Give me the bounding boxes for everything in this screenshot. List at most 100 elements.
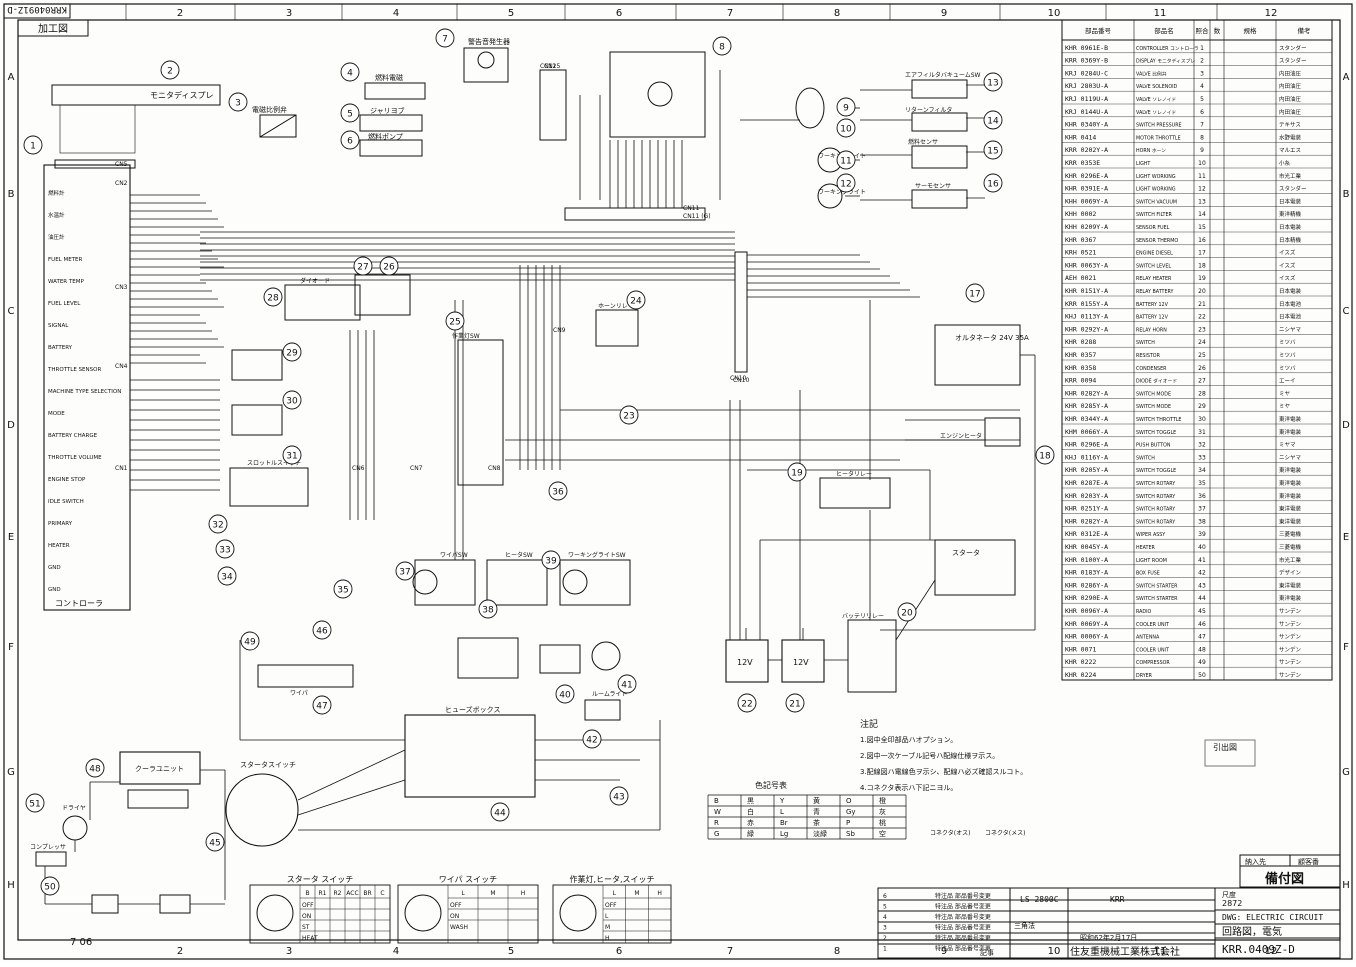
callout-number: 44	[494, 809, 506, 819]
parts-list-part-number: KHR 0358	[1065, 364, 1096, 372]
parts-list-part-number: KHR 0006Y-A	[1065, 633, 1108, 641]
grid-column-top: 12	[1265, 8, 1278, 19]
color-name: 淡緑	[813, 829, 827, 838]
parts-list-index: 25	[1198, 352, 1206, 359]
switch-table-col: ACC	[346, 890, 358, 897]
callout-circle	[160, 60, 180, 80]
callout-circle	[983, 110, 1003, 130]
parts-list-name: CONTROLLER コントローラ	[1136, 46, 1199, 52]
callout-circle	[312, 620, 332, 640]
callout-circle	[541, 550, 561, 570]
parts-list-name: COOLER UNIT	[1136, 622, 1169, 628]
callout-number: 40	[559, 691, 571, 701]
parts-list-part-number: KHR 0100Y-A	[1065, 556, 1108, 564]
switch-table-title: ワイパ スイッチ	[439, 875, 497, 884]
grid-column-bottom: 11	[1154, 946, 1167, 957]
component-13-label: エアフィルタバキュームSW	[905, 71, 981, 79]
parts-list-note: 東洋電装	[1279, 479, 1302, 487]
parts-list-part-number: KRR 0353E	[1065, 159, 1100, 167]
callout-number: 15	[987, 147, 998, 157]
color-name: 桃	[879, 818, 886, 827]
connector-label: CN3	[115, 284, 128, 291]
callout-circle	[340, 130, 360, 150]
parts-list-index: 14	[1198, 211, 1206, 218]
grid-row-left: F	[8, 642, 14, 653]
parts-list-part-number: KRR 0369Y-B	[1065, 57, 1108, 65]
color-code: P	[846, 819, 850, 827]
component-44-label: ヒューズボックス	[445, 705, 500, 714]
callout-circle	[395, 561, 415, 581]
parts-list-part-number: KRR 0202Y-A	[1065, 146, 1108, 154]
component-19-label: ヒータリレー	[836, 470, 872, 478]
parts-list-part-number: KHR 0071	[1065, 645, 1096, 653]
process-label: 加工図	[38, 23, 68, 35]
controller-label: コントローラ	[55, 599, 103, 608]
parts-list-index: 33	[1198, 454, 1206, 461]
color-code: O	[846, 797, 852, 805]
switch-table-col: R1	[319, 890, 327, 897]
callout-circle	[379, 256, 399, 276]
title-english: DWG: ELECTRIC CIRCUIT	[1222, 913, 1323, 922]
parts-list-index: 45	[1198, 608, 1206, 615]
maker-code: KRR	[1110, 895, 1125, 904]
parts-list-name: SWITCH STARTER	[1136, 583, 1178, 589]
color-code: Sb	[846, 830, 855, 838]
parts-list-part-number: KHR 0414	[1065, 133, 1096, 141]
parts-list-part-number: KHH 0069Y-A	[1065, 197, 1108, 205]
callout-number: 31	[286, 452, 297, 462]
unit-label: 三角法	[1014, 921, 1035, 930]
battery-22-label: 12V	[737, 658, 753, 667]
parts-list-note: 日本電池	[1279, 313, 1302, 321]
color-code: B	[714, 797, 719, 805]
callout-circle	[435, 28, 455, 48]
component-39-label: ワーキングライトSW	[568, 551, 626, 559]
callout-circle	[85, 758, 105, 778]
grid-row-left: G	[7, 767, 15, 778]
parts-list-index: 16	[1198, 237, 1206, 244]
grid-row-left: C	[8, 306, 15, 317]
callout-circle	[40, 876, 60, 896]
grid-row-left: E	[8, 532, 14, 543]
callout-number: 36	[552, 488, 564, 498]
revision-text: 特注品 部品番号変更	[935, 945, 991, 953]
parts-list-part-number: KRJ 0144U-A	[1065, 108, 1108, 116]
parts-list-name: COOLER UNIT	[1136, 647, 1169, 653]
parts-list-note: スタンダー	[1279, 185, 1307, 193]
parts-list-index: 38	[1198, 518, 1206, 525]
color-name: 緑	[747, 829, 754, 838]
color-name: 赤	[747, 819, 754, 827]
callout-circle	[619, 405, 639, 425]
parts-list-part-number: KRH 0521	[1065, 249, 1096, 257]
component-20-label: バッテリリレー	[842, 613, 884, 620]
connector-label: CN12	[540, 63, 556, 70]
component-7-label: 警告音発生器	[468, 37, 510, 46]
connector-note: コネクタ(メス)	[985, 829, 1025, 837]
parts-list-note: スタンダー	[1279, 44, 1307, 52]
switch-table-col: L	[461, 890, 465, 897]
connector-label: CN9	[553, 327, 566, 334]
callout-circle	[333, 579, 353, 599]
callout-number: 1	[30, 142, 36, 152]
parts-list-index: 41	[1198, 557, 1206, 564]
color-name: 灰	[879, 807, 886, 816]
parts-list-note: 小糸	[1279, 159, 1291, 167]
parts-list-part-number: KHR 0367	[1065, 236, 1096, 244]
callout-circle	[712, 36, 732, 56]
mirrored-doc-number: KRR04091Z-D	[7, 4, 67, 14]
controller-pin-label: 水温計	[48, 211, 65, 219]
parts-list-name: DIODE ダイオード	[1136, 378, 1177, 385]
callout-circle	[490, 802, 510, 822]
grid-column-top: 2	[177, 8, 183, 19]
drawing-number-mid: 2872	[1222, 899, 1242, 908]
callout-number: 43	[613, 793, 624, 803]
callout-number: 47	[316, 702, 327, 712]
grid-column-bottom: 4	[393, 946, 399, 957]
parts-list-part-number: KHR 0296E-A	[1065, 441, 1108, 449]
parts-list-part-number: KHR 0151Y-A	[1065, 287, 1108, 295]
controller-pin-label: THROTTLE VOLUME	[47, 455, 102, 461]
parts-list-index: 22	[1198, 314, 1206, 321]
callout-circle	[617, 674, 637, 694]
parts-list-note: 東洋電装	[1279, 466, 1302, 474]
parts-list-name: SWITCH ROTARY	[1136, 507, 1175, 513]
callout-number: 14	[987, 117, 999, 127]
